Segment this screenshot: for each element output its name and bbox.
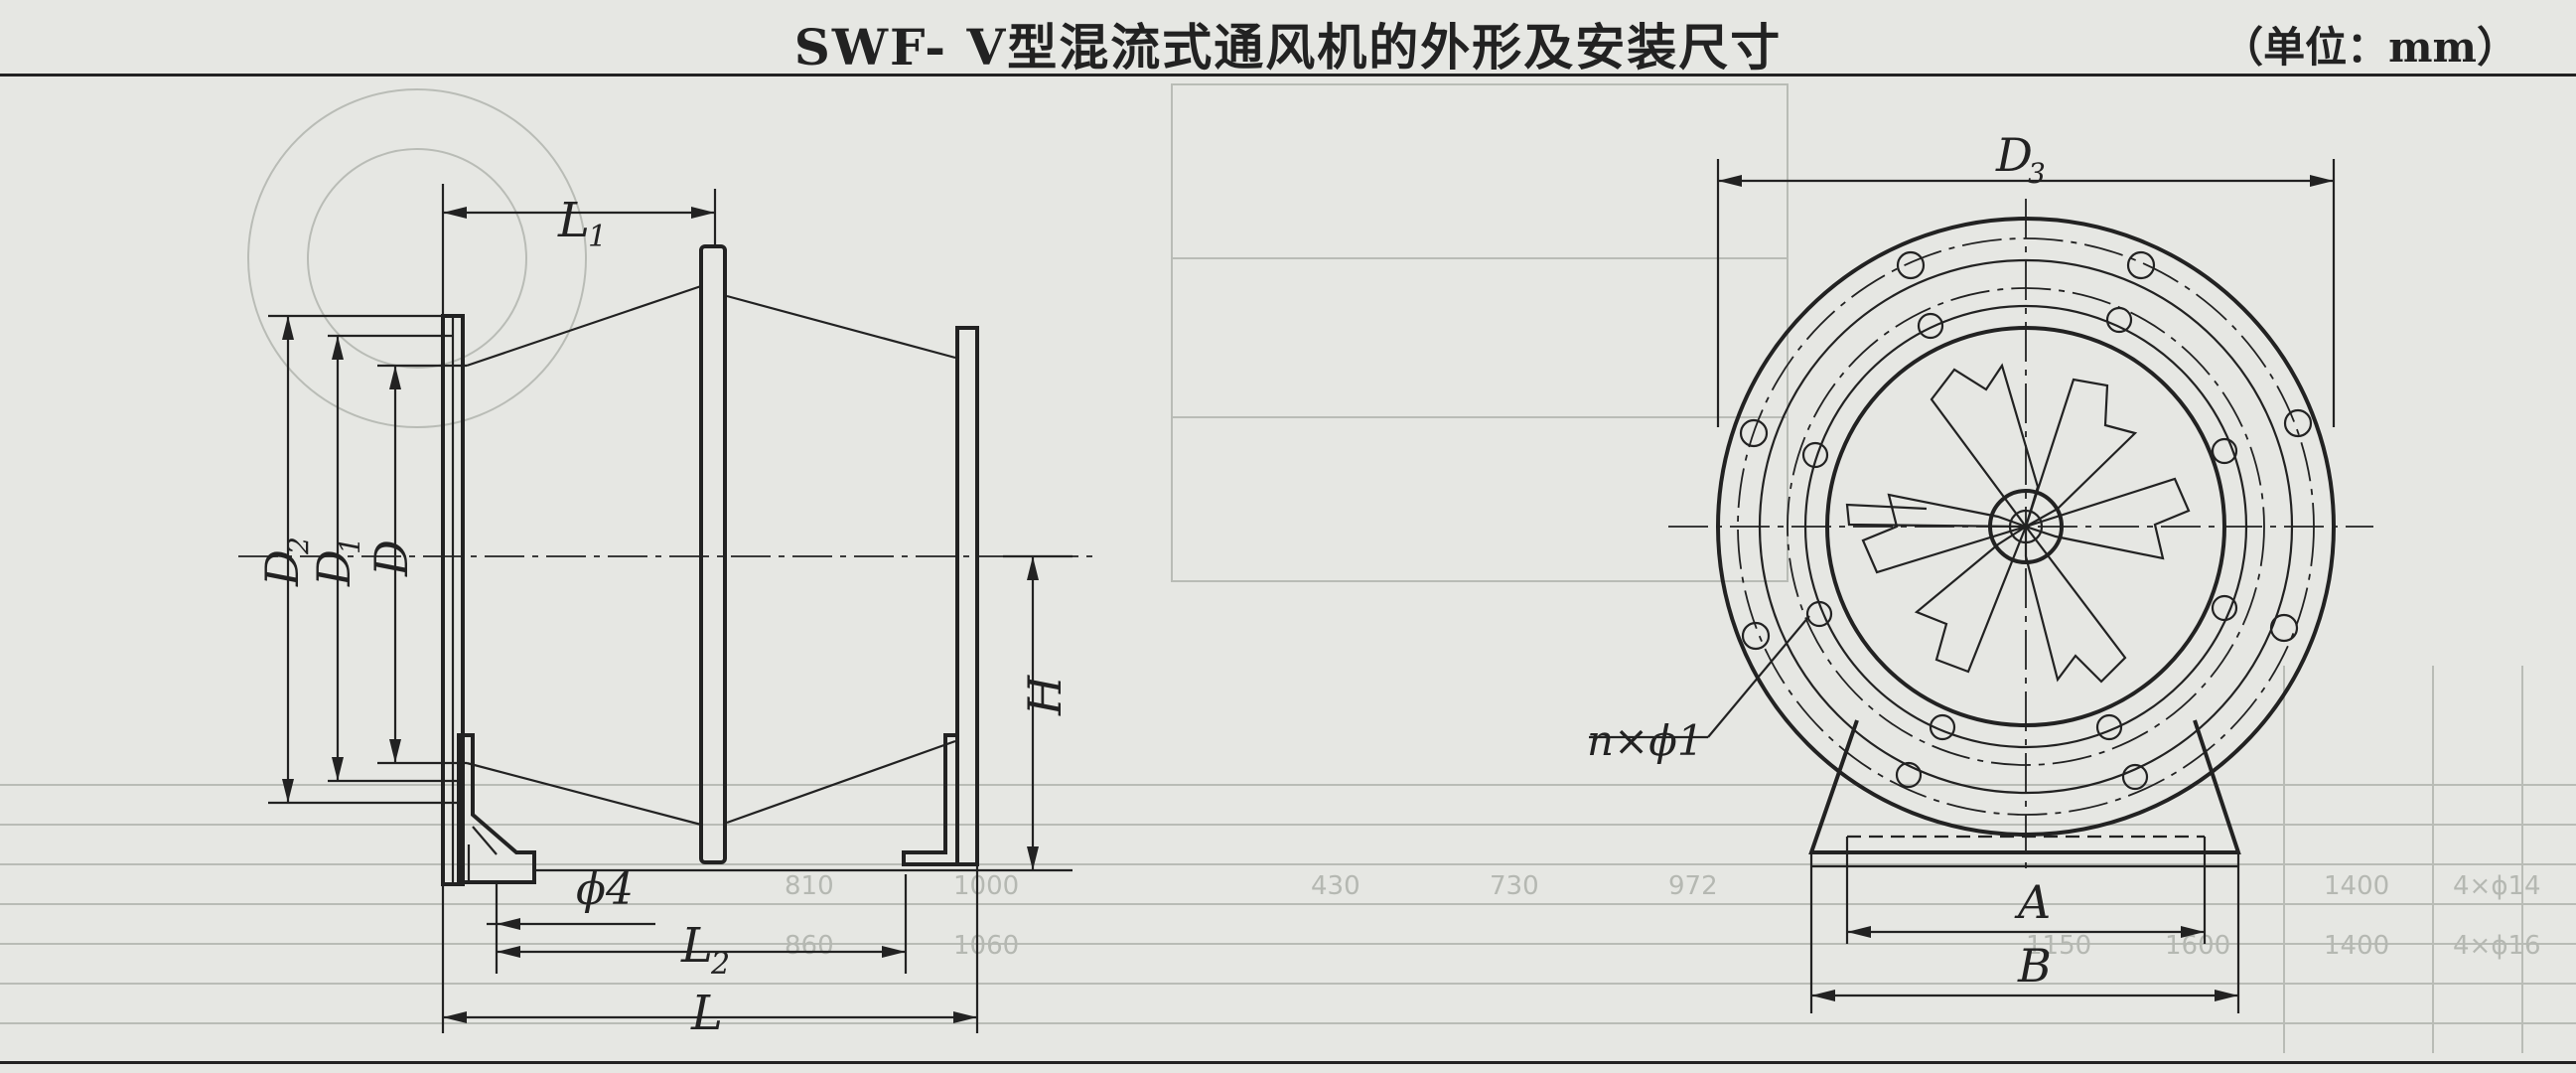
- label-B: B: [2017, 939, 2052, 993]
- svg-text:1400: 1400: [2324, 871, 2389, 901]
- figure-title: SWF- V型混流式通风机的外形及安装尺寸: [793, 18, 1783, 77]
- right-cone-top: [726, 294, 956, 360]
- svg-text:3: 3: [2028, 157, 2046, 190]
- label-phi4: ϕ4: [576, 864, 634, 915]
- front-view: D 3 n×ϕ1 A B: [1587, 128, 2373, 1013]
- label-D2: D: [255, 549, 309, 587]
- label-D1: D: [307, 549, 360, 587]
- label-L: L: [690, 986, 723, 1041]
- svg-text:1600: 1600: [2165, 931, 2230, 961]
- left-cone-top: [466, 284, 702, 368]
- label-holes: n×ϕ1: [1587, 716, 1704, 765]
- svg-text:430: 430: [1311, 871, 1360, 901]
- label-A: A: [2014, 875, 2051, 929]
- svg-text:2: 2: [282, 536, 315, 555]
- svg-text:4×ϕ16: 4×ϕ16: [2453, 931, 2541, 961]
- svg-text:1: 1: [588, 220, 607, 254]
- top-rule: [0, 74, 2576, 77]
- svg-text:972: 972: [1668, 871, 1718, 901]
- right-foot: [902, 733, 959, 866]
- label-H: H: [1018, 675, 1072, 716]
- right-cone-bottom: [726, 739, 956, 825]
- label-L1: L: [557, 193, 590, 248]
- svg-text:2: 2: [710, 947, 730, 982]
- svg-text:4×ϕ14: 4×ϕ14: [2453, 871, 2541, 901]
- bottom-rule: [0, 1061, 2576, 1064]
- front-stand: [1808, 719, 2241, 854]
- svg-text:1400: 1400: [2324, 931, 2389, 961]
- label-D3: D: [1995, 128, 2033, 182]
- ghost-row-2: 860: [785, 931, 834, 961]
- svg-text:730: 730: [1490, 871, 1539, 901]
- left-cone-bottom: [466, 761, 702, 827]
- svg-text:1000: 1000: [953, 871, 1019, 901]
- ghost-row-1: 810: [785, 871, 834, 901]
- center-flange: [699, 244, 727, 864]
- label-L2: L: [680, 918, 713, 974]
- svg-text:1150: 1150: [2026, 931, 2091, 961]
- unit-note: （单位：mm）: [2221, 23, 2518, 72]
- bleed-through: 810 1000 430 730 972 1400 4×ϕ14 860 1060…: [0, 83, 2576, 1053]
- bolt-holes: [1739, 250, 2313, 791]
- impeller: [1845, 363, 2191, 684]
- svg-text:1060: 1060: [953, 931, 1019, 961]
- side-view: L 1 D 2 D 1 D: [238, 184, 1092, 1041]
- svg-text:1: 1: [334, 536, 366, 554]
- holes-leader: [1707, 615, 1810, 738]
- left-foot: [457, 733, 536, 884]
- label-D: D: [364, 539, 418, 577]
